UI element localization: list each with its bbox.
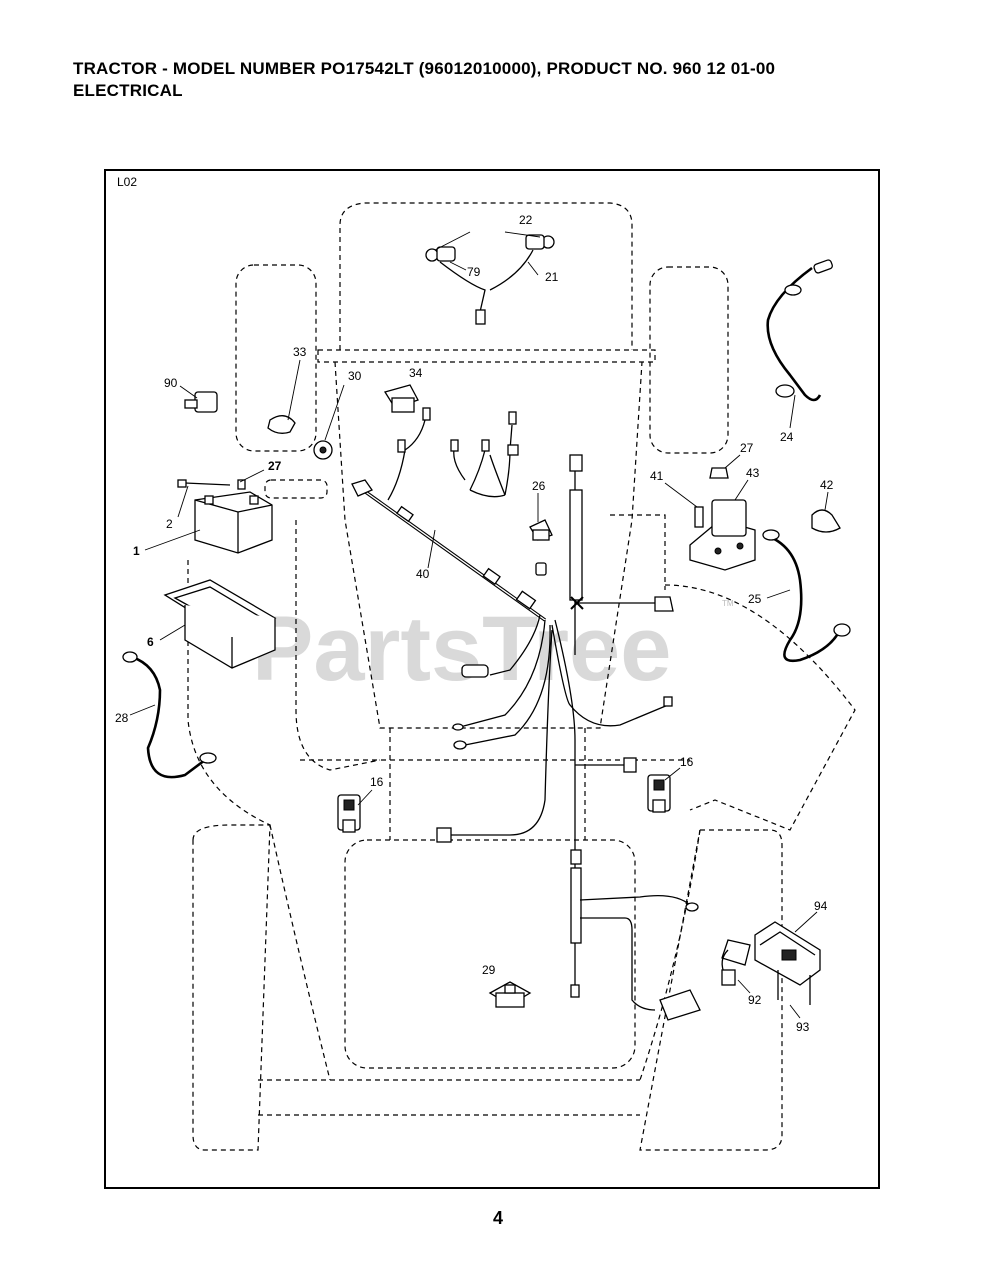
callout-29: 29 [482,963,496,977]
starter-solenoid [689,467,756,571]
callout-16-left: 16 [370,775,384,789]
callout-27-battery-nut: 27 [268,459,282,473]
callout-labels: L02 22 79 21 33 30 34 90 27 2 1 6 28 40 … [115,175,834,1034]
tractor-outline [187,202,856,1151]
connector-33 [267,415,296,434]
plug-connector [535,562,547,576]
switch-34 [383,384,419,413]
headlight-assembly [425,234,555,325]
callout-25: 25 [748,592,762,606]
callout-27-solenoid-nut: 27 [740,441,754,455]
callout-16-right: 16 [680,755,694,769]
ground-cable-28 [122,651,217,779]
switch-29 [488,981,532,1008]
callout-30: 30 [348,369,362,383]
callout-41: 41 [650,469,664,483]
watermark-text: PartsTree [252,598,671,700]
battery-cable-24 [766,259,833,402]
callout-22: 22 [519,213,533,227]
battery [177,479,273,554]
title-line-model: TRACTOR - MODEL NUMBER PO17542LT (960120… [73,59,776,78]
battery-cable-25 [762,509,851,663]
title-line-section: ELECTRICAL [73,81,183,100]
callout-79: 79 [467,265,481,279]
callout-33: 33 [293,345,307,359]
fuse-holder-30 [313,440,333,460]
callout-1: 1 [133,544,140,558]
diagram-code: L02 [117,175,137,189]
callout-40: 40 [416,567,430,581]
callout-92: 92 [748,993,762,1007]
callout-21: 21 [545,270,559,284]
callout-6: 6 [147,635,154,649]
diagram-frame [104,169,880,1189]
callout-90: 90 [164,376,178,390]
callout-42: 42 [820,478,834,492]
page-number: 4 [492,1208,503,1228]
callout-28: 28 [115,711,129,725]
battery-tray [163,579,277,669]
switch-90 [184,391,218,413]
callout-26: 26 [532,479,546,493]
watermark-trademark: TM [722,599,734,608]
leader-lines [129,231,829,1019]
wiring-harness [351,407,699,1011]
callout-34: 34 [409,366,423,380]
callout-93: 93 [796,1020,810,1034]
switch-16-right [647,774,671,813]
relay-26 [529,519,553,541]
switch-16-left [337,794,361,833]
module-94 [754,921,821,1005]
callout-43: 43 [746,466,760,480]
callout-2: 2 [166,517,173,531]
module-92 [721,939,751,986]
connector-plug [659,989,701,1021]
callout-24: 24 [780,430,794,444]
page-title: TRACTOR - MODEL NUMBER PO17542LT (960120… [73,58,775,102]
callout-94: 94 [814,899,828,913]
